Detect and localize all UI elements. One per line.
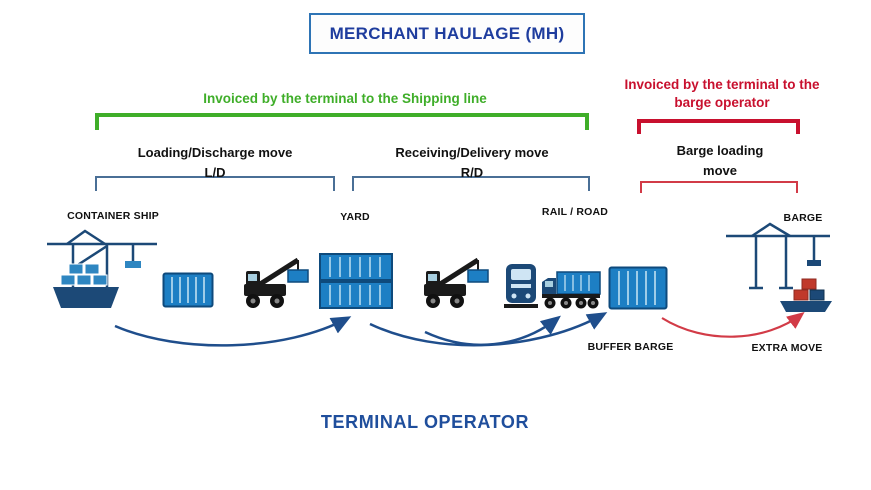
loading-discharge-name: Loading/Discharge move [137,145,293,160]
arrow-yard-to-buffer [369,312,608,347]
barge-loading-name: Barge loading move [676,143,764,178]
arrow-buffer-to-barge [661,311,805,338]
receiving-delivery-name: Receiving/Delivery move [395,145,549,160]
reach-stacker-icon [424,257,489,308]
barge-loading-bracket [640,181,798,193]
receiving-delivery-code: R/D [460,164,484,180]
container-icon [162,272,214,308]
train-icon [504,264,538,308]
buffer-barge-label: BUFFER BARGE [587,341,674,353]
loading-discharge-label: Loading/Discharge move L/D [95,143,335,182]
container-stack-icon [319,253,393,309]
station-barge-label: BARGE [783,212,823,224]
extra-move-label: EXTRA MOVE [751,342,823,354]
barge-loading-label: Barge loading move [665,141,775,180]
station-container-ship-label: CONTAINER SHIP [67,210,159,222]
loading-discharge-code: L/D [204,164,226,180]
truck-icon [542,271,601,309]
arrow-ship-to-yard [114,316,352,347]
container-icon [608,266,668,310]
station-yard-label: YARD [340,211,370,223]
reach-stacker-icon [244,257,309,308]
receiving-delivery-bracket [352,176,590,191]
barge-crane-icon [726,222,832,312]
shipping-line-invoice-label: Invoiced by the terminal to the Shipping… [203,91,487,106]
loading-discharge-bracket [95,176,335,191]
arrow-yard-to-rail [424,315,561,346]
barge-operator-invoice-label: Invoiced by the terminal to the barge op… [624,77,820,111]
station-rail-road-label: RAIL / ROAD [541,206,609,218]
shipping-line-bracket [95,113,589,130]
barge-operator-bracket [637,119,800,134]
diagram-title-text: MERCHANT HAULAGE (MH) [329,23,565,43]
receiving-delivery-label: Receiving/Delivery move R/D [352,143,592,182]
diagram-title: MERCHANT HAULAGE (MH) [309,13,585,54]
terminal-operator-label: TERMINAL OPERATOR [320,412,530,432]
sts-crane-ship-icon [47,229,157,308]
